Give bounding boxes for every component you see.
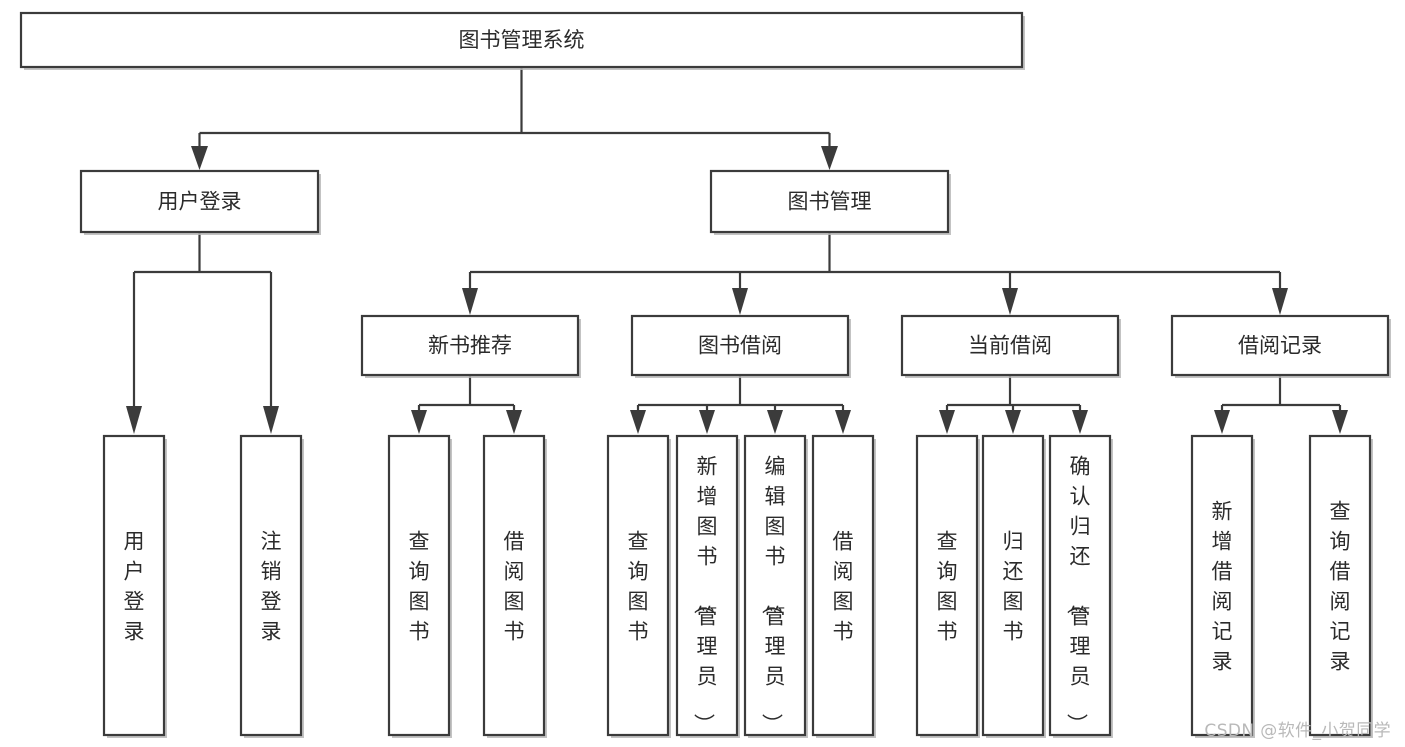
arrow-head-leaf-borrow-book-2 xyxy=(835,410,851,434)
node-rect[interactable] xyxy=(79,169,320,234)
node-rect[interactable] xyxy=(19,11,1024,69)
node-rect[interactable] xyxy=(606,434,670,737)
node-rect[interactable] xyxy=(811,434,875,737)
node-book-borrow[interactable]: 图书借阅 xyxy=(630,314,851,378)
node-label: 借阅图书 xyxy=(504,529,525,643)
arrow-head-new-book-rec xyxy=(462,288,478,315)
arrow-head-current-borrow xyxy=(1002,288,1018,315)
arrow-head-user-login xyxy=(191,146,208,170)
node-rect[interactable] xyxy=(239,434,303,737)
node-label: 新增借阅记录 xyxy=(1212,499,1233,673)
node-rect[interactable] xyxy=(1048,434,1112,737)
node-label: 注销登录 xyxy=(261,529,282,643)
node-leaf-edit-book[interactable]: 编辑图书（管理员） xyxy=(743,434,808,738)
node-rect[interactable] xyxy=(675,434,739,737)
node-rect[interactable] xyxy=(1170,314,1390,377)
node-root[interactable]: 图书管理系统 xyxy=(19,11,1025,70)
arrow-head-leaf-query-book-3 xyxy=(939,410,955,434)
node-label: 查询借阅记录 xyxy=(1330,499,1351,673)
arrow-head-leaf-confirm-return xyxy=(1072,410,1088,434)
arrow-head-leaf-query-record xyxy=(1332,410,1348,434)
arrow-head-leaf-add-record xyxy=(1214,410,1230,434)
node-label: 图书借阅 xyxy=(698,334,782,358)
node-leaf-query-book-3[interactable]: 查询图书 xyxy=(915,434,980,738)
node-label: 查询图书 xyxy=(937,529,958,643)
node-leaf-logout[interactable]: 注销登录 xyxy=(239,434,304,738)
node-leaf-add-book[interactable]: 新增图书（管理员） xyxy=(675,434,740,738)
node-label: 借阅图书 xyxy=(833,529,854,643)
node-leaf-borrow-book-2[interactable]: 借阅图书 xyxy=(811,434,876,738)
node-label: 归还图书 xyxy=(1003,529,1024,643)
node-rect[interactable] xyxy=(900,314,1120,377)
connectors-group xyxy=(126,67,1348,434)
node-label: 图书管理系统 xyxy=(459,28,585,52)
node-leaf-return-book[interactable]: 归还图书 xyxy=(981,434,1046,738)
arrow-head-book-manage xyxy=(821,146,838,170)
node-rect[interactable] xyxy=(1190,434,1254,737)
node-leaf-user-login[interactable]: 用户登录 xyxy=(102,434,167,738)
node-label: 用户登录 xyxy=(158,190,242,214)
node-rect[interactable] xyxy=(387,434,451,737)
node-book-manage[interactable]: 图书管理 xyxy=(709,169,951,235)
nodes-group: 图书管理系统用户登录图书管理新书推荐图书借阅当前借阅借阅记录用户登录注销登录查询… xyxy=(19,11,1391,738)
node-label: 查询图书 xyxy=(409,529,430,643)
node-rect[interactable] xyxy=(102,434,166,737)
node-leaf-query-book-1[interactable]: 查询图书 xyxy=(387,434,452,738)
node-rect[interactable] xyxy=(360,314,580,377)
arrow-head-leaf-return-book xyxy=(1005,410,1021,434)
node-rect[interactable] xyxy=(743,434,807,737)
node-label: 新书推荐 xyxy=(428,334,512,358)
node-leaf-confirm-return[interactable]: 确认归还（管理员） xyxy=(1048,434,1113,738)
node-rect[interactable] xyxy=(915,434,979,737)
node-user-login[interactable]: 用户登录 xyxy=(79,169,321,235)
node-new-book-rec[interactable]: 新书推荐 xyxy=(360,314,581,378)
node-label: 用户登录 xyxy=(124,529,145,643)
node-rect[interactable] xyxy=(482,434,546,737)
arrow-head-leaf-edit-book xyxy=(767,410,783,434)
node-rect[interactable] xyxy=(981,434,1045,737)
node-label: 新增图书（管理员） xyxy=(692,454,718,734)
node-current-borrow[interactable]: 当前借阅 xyxy=(900,314,1121,378)
node-rect[interactable] xyxy=(630,314,850,377)
arrow-head-leaf-user-login xyxy=(126,406,142,434)
node-borrow-record[interactable]: 借阅记录 xyxy=(1170,314,1391,378)
node-leaf-add-record[interactable]: 新增借阅记录 xyxy=(1190,434,1255,738)
arrow-head-leaf-add-book xyxy=(699,410,715,434)
node-label: 确认归还（管理员） xyxy=(1065,454,1091,734)
arrow-head-leaf-query-book-1 xyxy=(411,410,427,434)
node-leaf-query-book-2[interactable]: 查询图书 xyxy=(606,434,671,738)
node-label: 借阅记录 xyxy=(1238,334,1322,358)
arrow-head-leaf-logout xyxy=(263,406,279,434)
arrow-head-borrow-record xyxy=(1272,288,1288,315)
node-label: 当前借阅 xyxy=(968,334,1052,358)
node-label: 图书管理 xyxy=(788,190,872,214)
node-rect[interactable] xyxy=(709,169,950,234)
arrow-head-book-borrow xyxy=(732,288,748,315)
arrow-head-leaf-query-book-2 xyxy=(630,410,646,434)
node-label: 编辑图书（管理员） xyxy=(760,454,786,734)
node-label: 查询图书 xyxy=(628,529,649,643)
node-rect[interactable] xyxy=(1308,434,1372,737)
node-leaf-borrow-book-1[interactable]: 借阅图书 xyxy=(482,434,547,738)
node-leaf-query-record[interactable]: 查询借阅记录 xyxy=(1308,434,1373,738)
arrow-head-leaf-borrow-book-1 xyxy=(506,410,522,434)
